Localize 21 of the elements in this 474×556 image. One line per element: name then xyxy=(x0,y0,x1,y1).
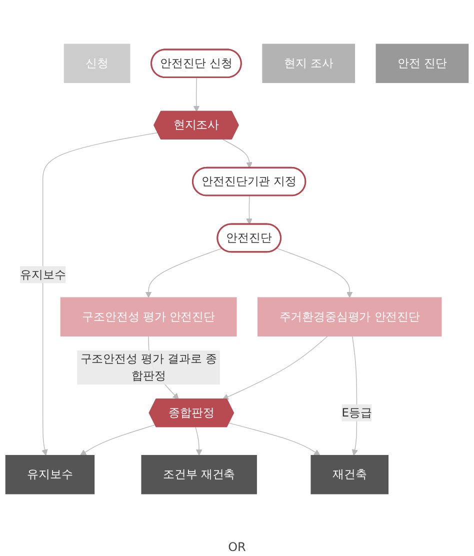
arrow xyxy=(42,132,158,456)
edge-label: 유지보수 xyxy=(20,268,66,282)
arrow xyxy=(276,248,353,298)
arrow xyxy=(222,139,252,168)
edge-label: E등급 xyxy=(342,406,372,420)
node-box: 재건축 xyxy=(310,454,389,494)
arrow xyxy=(145,248,222,298)
arrow xyxy=(193,77,200,112)
arrow xyxy=(195,426,202,456)
edge-label: 구조안전성 평가 결과로 종합판정 xyxy=(80,352,217,383)
arrow xyxy=(246,195,252,225)
node-box: 안전 진단 xyxy=(376,44,469,84)
arrow xyxy=(80,424,156,456)
arrow xyxy=(222,336,328,400)
note-text: OR xyxy=(228,540,246,554)
node-box: 주거환경중심평가 안전진단 xyxy=(257,297,442,336)
node-box: 유지보수 xyxy=(5,454,95,494)
node-box: 현지 조사 xyxy=(262,44,356,84)
node-box: 조건부 재건축 xyxy=(141,454,257,494)
arrow xyxy=(228,422,320,456)
node-box: 구조안전성 평가 안전진단 xyxy=(60,297,237,336)
